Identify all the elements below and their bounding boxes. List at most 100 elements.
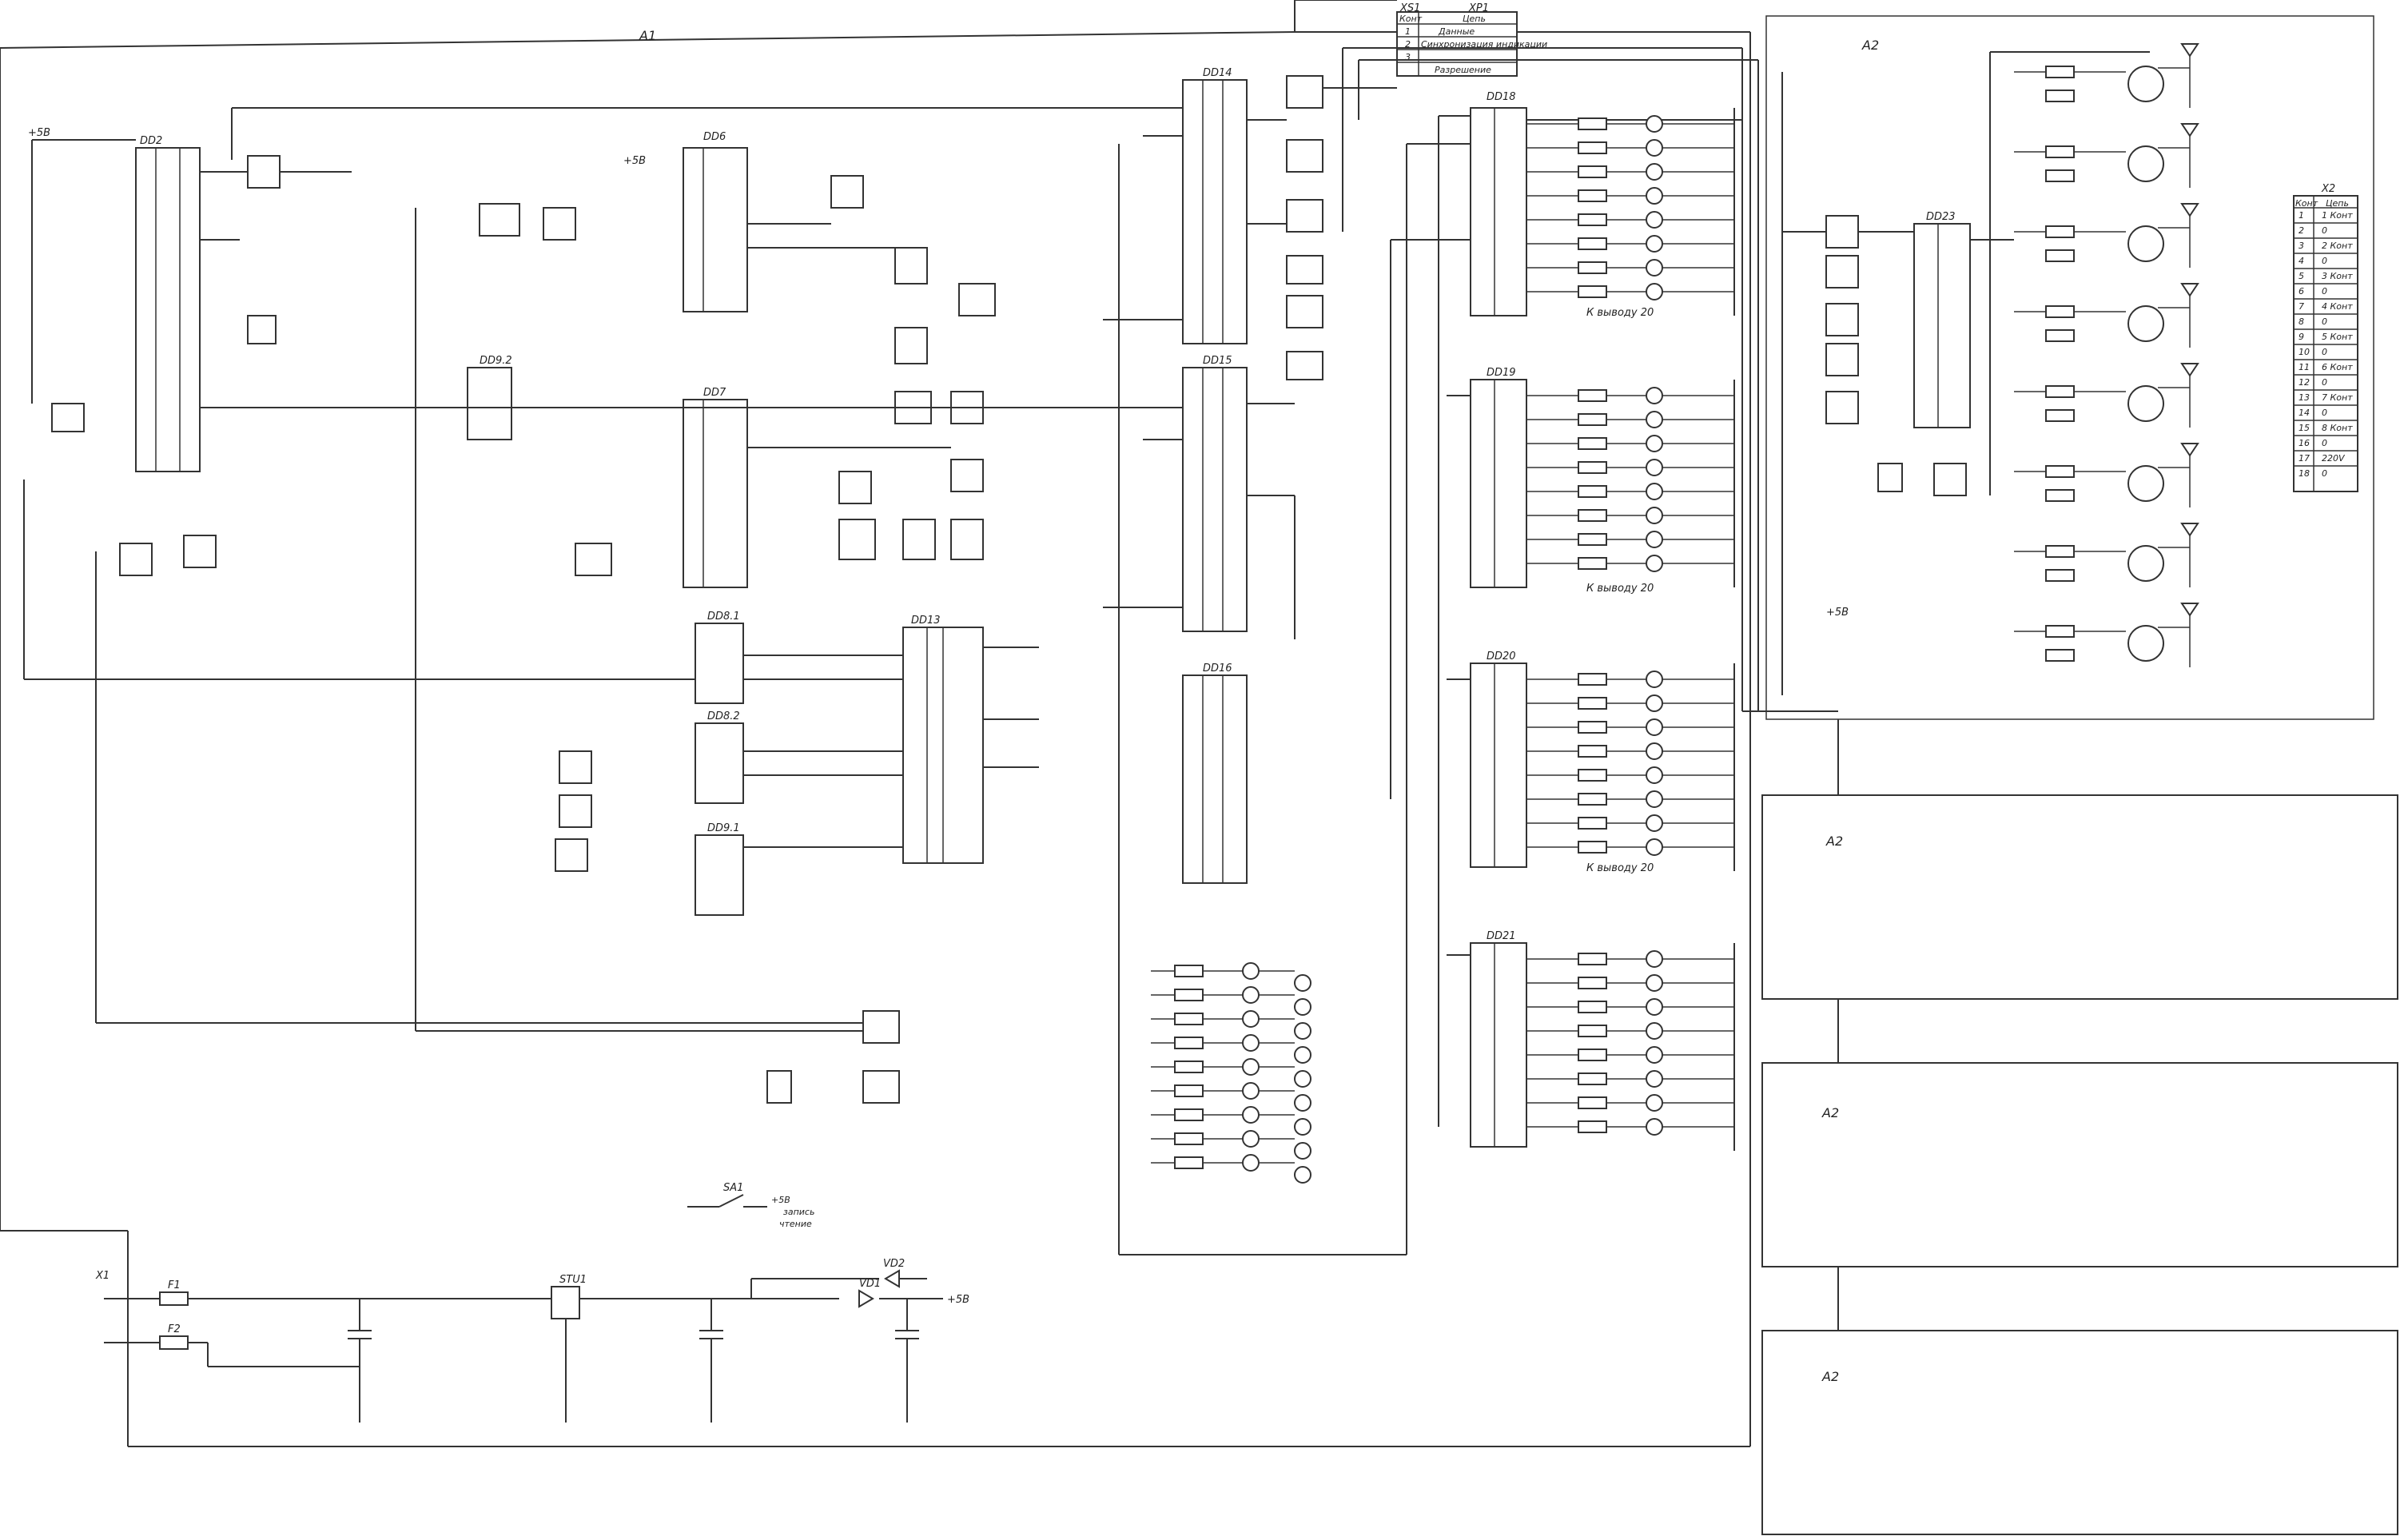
- xs1-label: XS1: [1399, 2, 1420, 14]
- led-icon: [1646, 814, 1663, 832]
- xs1-row-circuit: Разрешение: [1435, 65, 1491, 75]
- led-icon: [1646, 435, 1663, 452]
- x2-row-circuit: 2 Конт: [2322, 241, 2353, 251]
- diode-icon: [2180, 283, 2199, 297]
- stu1-label: STU1: [559, 1274, 587, 1286]
- resistor: [1174, 989, 1204, 1001]
- chip-dd2: DD2: [135, 135, 201, 472]
- vd1-label: VD1: [859, 1278, 881, 1290]
- led-icon: [1646, 555, 1663, 572]
- chip-label: DD13: [911, 615, 941, 627]
- resistor: [1578, 769, 1607, 782]
- x2-row-circuit: 1 Конт: [2322, 210, 2353, 221]
- led-icon: [1646, 998, 1663, 1016]
- led-icon: [1242, 1106, 1260, 1124]
- x2-row-circuit: 220V: [2322, 453, 2346, 464]
- resistor: [2045, 249, 2075, 262]
- x2-row-circuit: 5 Конт: [2322, 332, 2353, 342]
- resistor: [1578, 745, 1607, 758]
- resistor: [1578, 509, 1607, 522]
- led-icon: [1646, 283, 1663, 300]
- resistor: [1174, 1156, 1204, 1169]
- x2-row-num: 5: [2299, 271, 2304, 281]
- led-icon: [1242, 1082, 1260, 1100]
- resistor: [1578, 793, 1607, 806]
- chip-label: DD8.2: [707, 710, 740, 722]
- plus5v-label-dd6: +5В: [623, 155, 646, 167]
- dd20-note: К выводу 20: [1586, 583, 1654, 595]
- x2-row-circuit: 4 Конт: [2322, 301, 2353, 312]
- led-icon: [1294, 974, 1311, 992]
- diode-icon: [2180, 523, 2199, 537]
- led-icon: [1646, 211, 1663, 229]
- resistor: [1578, 841, 1607, 854]
- resistor: [1578, 189, 1607, 202]
- led-icon: [1242, 962, 1260, 980]
- resistor: [1174, 1037, 1204, 1049]
- x2-row-num: 9: [2299, 332, 2304, 342]
- label-a2-block2: A2: [1821, 1105, 1839, 1120]
- led-icon: [1646, 187, 1663, 205]
- resistor: [1578, 817, 1607, 830]
- diode-icon: [2180, 603, 2199, 617]
- led-icon: [1646, 1094, 1663, 1112]
- resistor: [1578, 1072, 1607, 1085]
- plus5v-label-left: +5В: [28, 127, 50, 139]
- chip-dd9-1: DD9.1: [695, 822, 744, 916]
- diode-icon: [2180, 443, 2199, 457]
- led-icon: [1646, 718, 1663, 736]
- xs1-header-circuit: Цепь: [1463, 14, 1486, 24]
- x2-row-num: 4: [2299, 256, 2304, 266]
- plus5v-label-a2: +5В: [1826, 607, 1849, 619]
- xs1-row-circuit: Синхронизация индикации: [1421, 39, 1547, 50]
- resistor: [2045, 465, 2075, 478]
- led-icon: [1294, 1094, 1311, 1112]
- led-icon: [1294, 1022, 1311, 1040]
- x2-row-num: 12: [2299, 377, 2310, 388]
- resistor: [1578, 485, 1607, 498]
- led-icon: [1646, 790, 1663, 808]
- resistor: [1578, 953, 1607, 965]
- chip-label: DD9.1: [707, 822, 740, 834]
- x2-row-num: 17: [2299, 453, 2310, 464]
- led-icon: [1646, 671, 1663, 688]
- led-icon: [1242, 986, 1260, 1004]
- resistor: [1578, 1025, 1607, 1037]
- led-icon: [1646, 483, 1663, 500]
- chip-dd18: DD18: [1470, 91, 1527, 316]
- resistor: [1578, 285, 1607, 298]
- x2-row-num: 1: [2299, 210, 2304, 221]
- led-icon: [1646, 838, 1663, 856]
- chip-label: DD20: [1487, 651, 1516, 663]
- chip-dd23: DD23: [1913, 211, 1971, 428]
- led-icon: [1646, 163, 1663, 181]
- chip-dd9-2: DD9.2: [467, 355, 512, 440]
- led-icon: [1646, 459, 1663, 476]
- resistor: [2045, 489, 2075, 502]
- chip-label: DD14: [1203, 67, 1232, 79]
- led-icon: [1646, 411, 1663, 428]
- led-icon: [1646, 531, 1663, 548]
- chip-label: DD21: [1487, 930, 1516, 942]
- led-icon: [1646, 974, 1663, 992]
- diode-icon: [2180, 43, 2199, 58]
- resistor: [1578, 1096, 1607, 1109]
- x2-row-num: 2: [2299, 225, 2304, 236]
- led-icon: [1294, 1070, 1311, 1088]
- xs1-header-cont: Конт: [1399, 14, 1423, 24]
- chip-dd20: DD20: [1470, 651, 1527, 868]
- led-icon: [1294, 1118, 1311, 1136]
- resistor: [1174, 1132, 1204, 1145]
- led-icon: [1294, 1166, 1311, 1184]
- x1-label: X1: [95, 1270, 109, 1282]
- chip-dd7: DD7: [683, 387, 748, 588]
- label-a2-block1: A2: [1825, 834, 1843, 849]
- resistor: [1578, 461, 1607, 474]
- transistor-stages: [2014, 43, 2199, 667]
- resistor: [1174, 1013, 1204, 1025]
- x2-row-num: 18: [2299, 468, 2310, 479]
- x2-row-circuit: 7 Конт: [2322, 392, 2353, 403]
- plus5v-label: +5В: [947, 1294, 969, 1306]
- sa1-switch: SA1 +5В запись чтение: [687, 1182, 814, 1229]
